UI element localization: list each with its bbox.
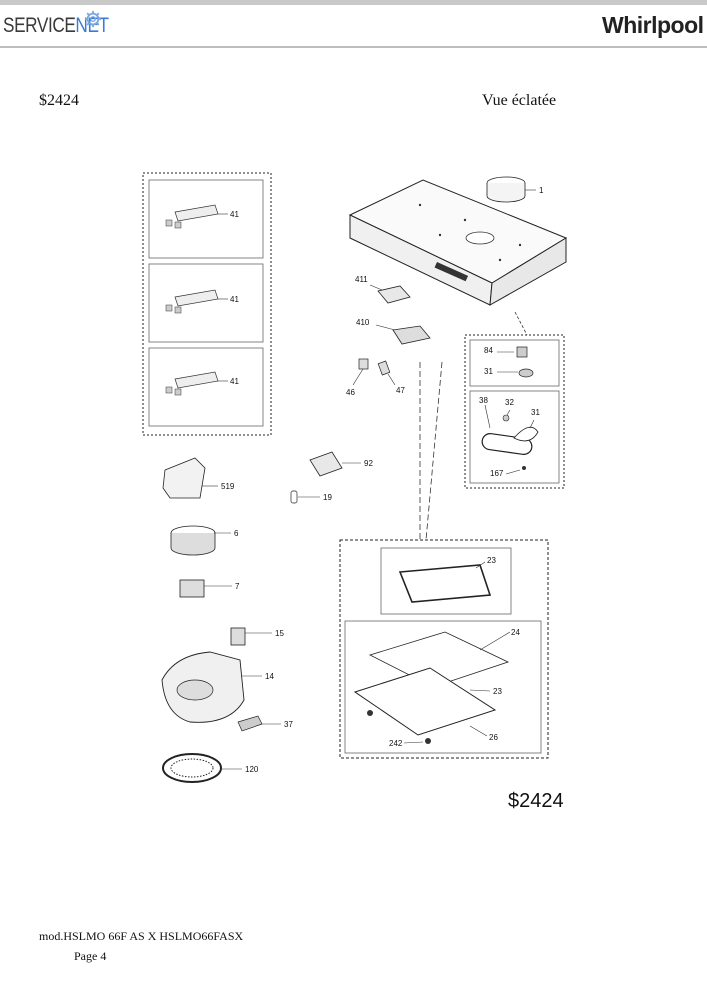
motor-bracket (309, 451, 343, 477)
switch-part (377, 360, 391, 376)
fan-housing-bracket (162, 457, 218, 499)
part-label-120: 120 (245, 765, 259, 774)
capacitor (290, 490, 298, 504)
part-label-41: 41 (230, 295, 239, 304)
model-number-large: $2424 (508, 790, 564, 812)
control-panel-part (165, 204, 228, 229)
control-panel-part (165, 289, 228, 314)
part-label-23: 23 (487, 556, 496, 565)
part-label-167: 167 (490, 469, 504, 478)
part-label-32: 32 (505, 398, 514, 407)
part-label-31: 31 (484, 367, 493, 376)
part-label-14: 14 (265, 672, 274, 681)
electronic-board (377, 285, 411, 304)
part-label-15: 15 (275, 629, 284, 638)
motor (179, 579, 232, 598)
top-bar (0, 0, 707, 5)
filter-group: 23 24 23 242 26 (339, 539, 549, 759)
part-label-46: 46 (346, 388, 355, 397)
duct-collar (486, 176, 536, 203)
view-title: Vue éclatée (482, 92, 557, 109)
hood-body (348, 179, 568, 306)
part-label-6: 6 (234, 529, 239, 538)
header-divider (0, 46, 707, 48)
control-panel-part (165, 371, 228, 396)
gear-icon (84, 10, 102, 28)
part-label-7: 7 (235, 582, 240, 591)
model-number-top: $2424 (39, 92, 79, 109)
part-label-26: 26 (489, 733, 498, 742)
part-label-38: 38 (479, 396, 488, 405)
terminal-block (237, 715, 281, 732)
part-label-41: 41 (230, 210, 239, 219)
part-label-92: 92 (364, 459, 373, 468)
part-label-411: 411 (355, 275, 368, 284)
control-panel-group: 41 41 41 (142, 172, 272, 436)
part-label-24: 24 (511, 628, 520, 637)
part-label-41: 41 (230, 377, 239, 386)
part-label-23: 23 (493, 687, 502, 696)
servicenet-logo-service: SERVICE (3, 14, 76, 37)
part-label-1: 1 (539, 186, 544, 195)
lamp-group: 84 31 38 32 31 167 (464, 334, 565, 489)
blower-housing (161, 651, 262, 723)
part-label-242: 242 (389, 739, 403, 748)
footer-page: Page 4 (74, 949, 107, 963)
part-label-519: 519 (221, 482, 235, 491)
part-label-19: 19 (323, 493, 332, 502)
grease-filter-round (162, 753, 242, 783)
damper-part (230, 627, 272, 646)
whirlpool-logo: Whirlpool (602, 12, 704, 38)
control-board (392, 325, 431, 345)
part-label-84: 84 (484, 346, 493, 355)
part-label-47: 47 (396, 386, 405, 395)
part-label-31: 31 (531, 408, 540, 417)
part-label-410: 410 (356, 318, 370, 327)
switch-part (358, 358, 369, 370)
part-label-37: 37 (284, 720, 293, 729)
fan-wheel (170, 525, 231, 556)
footer-model: mod.HSLMO 66F AS X HSLMO66FASX (39, 929, 244, 943)
